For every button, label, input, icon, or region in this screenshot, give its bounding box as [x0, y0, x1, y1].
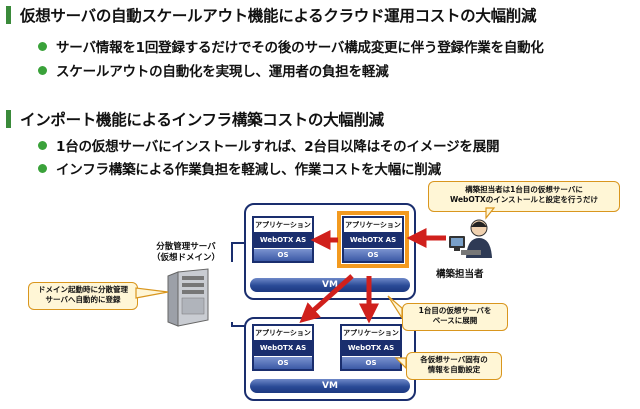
callout-settings: 各仮想サーバ固有の 情報を自動設定 — [406, 352, 502, 380]
management-server-subtitle: （仮想ドメイン） — [152, 253, 221, 264]
bullet-text: スケールアウトの自動化を実現し、運用者の負担を軽減 — [56, 64, 389, 80]
app-layer: アプリケーション — [254, 326, 312, 341]
admin-person-icon — [449, 219, 492, 258]
section-2-bullet-2: インフラ構築による作業負担を軽減し、作業コストを大幅に削減 — [38, 158, 441, 178]
bullet-dot-icon — [38, 140, 47, 150]
callout-domain-line-1: ドメイン起動時に分散管理 — [38, 285, 128, 294]
admin-label: 構築担当者 — [436, 269, 484, 280]
webotx-layer: WebOTX AS — [342, 341, 400, 356]
callout-deploy-line-1: 1台目の仮想サーバを — [418, 306, 492, 315]
section-1-bullet-1: サーバ情報を1回登録するだけでその後のサーバ構成変更に伴う登録作業を自動化 — [38, 36, 544, 56]
callout-deploy: 1台目の仮想サーバを ベースに展開 — [402, 303, 508, 331]
bullet-dot-icon — [38, 163, 47, 173]
vm-bar: VM — [250, 379, 410, 393]
app-layer: アプリケーション — [254, 218, 312, 233]
bullet-dot-icon — [38, 41, 47, 51]
pointer-domain — [135, 287, 169, 299]
section-1-bullet-2: スケールアウトの自動化を実現し、運用者の負担を軽減 — [38, 60, 389, 80]
webotx-layer: WebOTX AS — [254, 341, 312, 356]
virtual-server-top-left: アプリケーション WebOTX AS OS — [252, 216, 314, 263]
server-tower-icon — [167, 268, 209, 327]
callout-admin: 構築担当者は1台目の仮想サーバに WebOTXのインストールと設定を行うだけ — [428, 181, 620, 212]
app-layer: アプリケーション — [342, 326, 400, 341]
callout-settings-line-2: 情報を自動設定 — [427, 365, 481, 375]
management-server-label: 分散管理サーバ （仮想ドメイン） — [152, 242, 220, 264]
callout-domain-line-2: サーバへ自動的に登録 — [45, 295, 121, 305]
os-layer: OS — [254, 248, 312, 261]
app-layer: アプリケーション — [344, 218, 402, 233]
heading-accent-bar — [6, 110, 11, 128]
heading-accent-bar — [6, 6, 11, 24]
os-layer: OS — [254, 356, 312, 369]
section-2-heading-text: インポート機能によるインフラ構築コストの大幅削減 — [20, 111, 384, 129]
virtual-server-first: アプリケーション WebOTX AS OS — [337, 211, 409, 268]
section-1-heading: 仮想サーバの自動スケールアウト機能によるクラウド運用コストの大幅削減 — [6, 4, 536, 26]
os-layer: OS — [342, 356, 400, 369]
webotx-layer: WebOTX AS — [344, 233, 402, 248]
section-2-bullet-1: 1台の仮想サーバにインストールすれば、2台目以降はそのイメージを展開 — [38, 135, 500, 155]
callout-admin-line-1: 構築担当者は1台目の仮想サーバに — [465, 185, 583, 194]
section-2-heading: インポート機能によるインフラ構築コストの大幅削減 — [6, 108, 384, 130]
vm-bar: VM — [250, 278, 410, 292]
callout-admin-line-2: WebOTXのインストールと設定を行うだけ — [449, 195, 599, 205]
bullet-dot-icon — [38, 65, 47, 75]
bullet-text: サーバ情報を1回登録するだけでその後のサーバ構成変更に伴う登録作業を自動化 — [56, 40, 544, 56]
bullet-text: 1台の仮想サーバにインストールすれば、2台目以降はそのイメージを展開 — [56, 139, 500, 155]
callout-domain: ドメイン起動時に分散管理 サーバへ自動的に登録 — [28, 282, 138, 310]
virtual-server-bottom-left: アプリケーション WebOTX AS OS — [252, 324, 314, 371]
os-layer: OS — [344, 248, 402, 261]
bullet-text: インフラ構築による作業負担を軽減し、作業コストを大幅に削減 — [56, 162, 441, 178]
management-server-title: 分散管理サーバ — [156, 242, 216, 252]
virtual-server-bottom-right: アプリケーション WebOTX AS OS — [340, 324, 402, 371]
callout-settings-line-1: 各仮想サーバ固有の — [420, 355, 488, 364]
section-1-heading-text: 仮想サーバの自動スケールアウト機能によるクラウド運用コストの大幅削減 — [20, 7, 537, 25]
webotx-layer: WebOTX AS — [254, 233, 312, 248]
callout-deploy-line-2: ベースに展開 — [432, 316, 478, 326]
